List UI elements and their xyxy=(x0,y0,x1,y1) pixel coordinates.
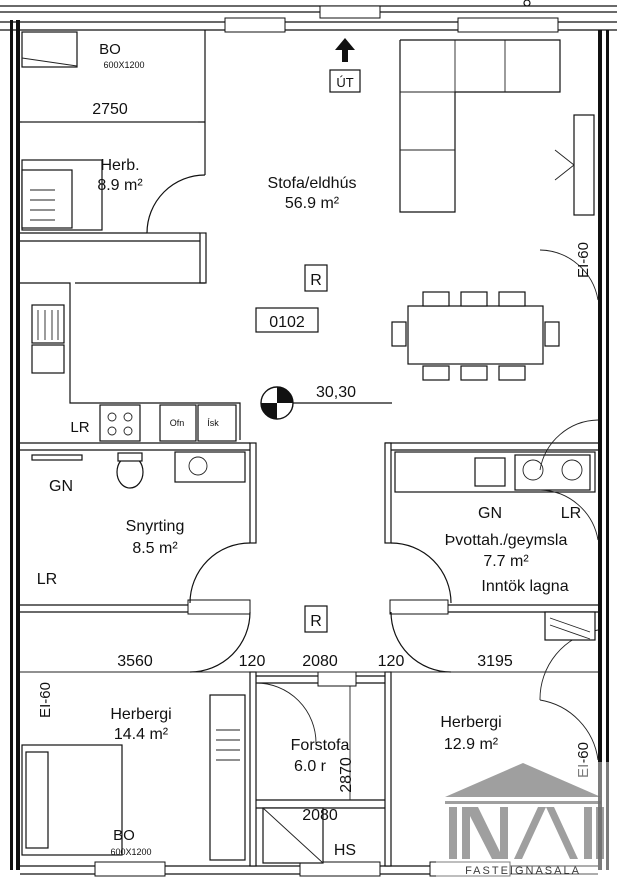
room-name-herbergi-left: Herbergi xyxy=(110,706,171,723)
label-lr-kitchen: LR xyxy=(70,419,89,436)
room-note-thvottah: Inntök lagna xyxy=(481,578,568,595)
living-furniture xyxy=(260,39,595,420)
company-logo: FASTEIGNASALA xyxy=(436,762,611,877)
room-area-forstofa: 6.0 r xyxy=(294,758,327,775)
middle-walls xyxy=(20,249,599,615)
room-area-snyrting: 8.5 m² xyxy=(132,540,178,557)
room-area-thvottah: 7.7 m² xyxy=(483,553,529,570)
label-gn-thvott: GN xyxy=(478,505,502,522)
room-name-herb-small: Herb. xyxy=(100,157,139,174)
label-lr-snyrting: LR xyxy=(37,571,57,588)
room-name-snyrting: Snyrting xyxy=(126,518,185,535)
dim-3195: 3195 xyxy=(477,653,513,670)
label-ut: ÚT xyxy=(336,75,353,90)
dimension-line xyxy=(20,121,598,673)
room-area-herbergi-right: 12.9 m² xyxy=(444,736,499,753)
room-name-forstofa: Forstofa xyxy=(291,737,350,754)
logo-text: FASTEIGNASALA xyxy=(465,865,581,877)
dim-2870: 2870 xyxy=(338,757,355,793)
exit-arrow-icon xyxy=(329,38,361,93)
label-r-bottom: R xyxy=(310,613,322,630)
label-bo-top-size: 600X1200 xyxy=(103,60,144,70)
room-area-herbergi-left: 14.4 m² xyxy=(114,726,169,743)
label-ofn: Ofn xyxy=(170,418,185,428)
room-area-herb-small: 8.9 m² xyxy=(97,177,143,194)
label-bo-bottom: BO xyxy=(113,827,135,844)
label-elevation: 30,30 xyxy=(316,384,356,401)
room-name-herbergi-right: Herbergi xyxy=(440,714,501,731)
bottom-walls xyxy=(21,611,599,867)
room-area-stofa: 56.9 m² xyxy=(285,195,340,212)
room-name-thvottah: Þvottah./geymsla xyxy=(445,532,568,549)
label-ei60-right-bottom: EI-60 xyxy=(575,742,592,778)
room-name-stofa: Stofa/eldhús xyxy=(268,175,357,192)
dim-2080-b: 2080 xyxy=(302,807,338,824)
label-bo-bottom-size: 600X1200 xyxy=(110,847,151,857)
label-isk: Ísk xyxy=(207,418,219,428)
dim-3560: 3560 xyxy=(117,653,153,670)
label-ei60-right-top: EI-60 xyxy=(575,242,592,278)
label-gn-snyrting: GN xyxy=(49,478,73,495)
dim-2750: 2750 xyxy=(92,101,128,118)
label-unit-no: 0102 xyxy=(269,314,305,331)
label-ei60-left: EI-60 xyxy=(37,682,54,718)
label-hs: HS xyxy=(334,842,356,859)
label-lr-thvott: LR xyxy=(561,505,581,522)
dim-120-a: 120 xyxy=(239,653,266,670)
label-bo-top: BO xyxy=(99,41,121,58)
kitchen xyxy=(20,282,241,442)
label-r-top: R xyxy=(310,272,322,289)
dim-2080-a: 2080 xyxy=(302,653,338,670)
dim-120-b: 120 xyxy=(378,653,405,670)
